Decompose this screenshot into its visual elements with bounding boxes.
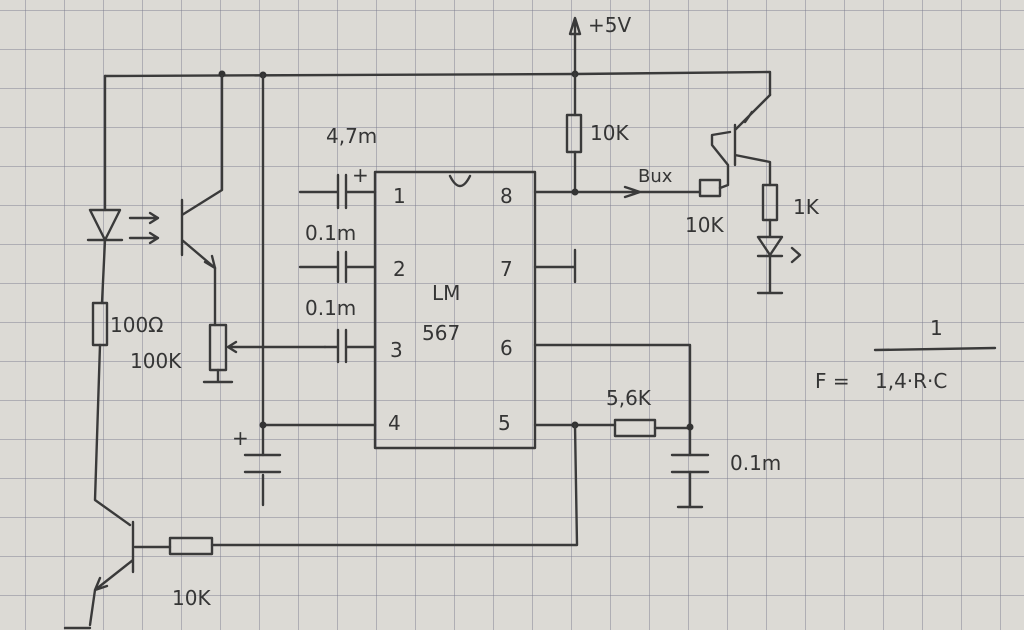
bottom-wire (133, 423, 579, 549)
pot-label: 100K (130, 349, 182, 373)
ir-led-symbol (86, 208, 124, 242)
pullup-label: 10K (590, 121, 629, 145)
pot-ground (202, 368, 234, 384)
lm567-ic (373, 170, 537, 450)
indicator-led (756, 218, 802, 295)
capacitor-pin2 (298, 250, 377, 284)
pin6-wire (533, 343, 692, 427)
pin-7: 7 (500, 257, 513, 281)
pot-wiper-wire (226, 340, 327, 354)
supply-label: +5V (588, 13, 631, 37)
pin-2: 2 (393, 257, 406, 281)
supply-capacitor (243, 453, 282, 474)
cap3-label: 0.1m (305, 296, 356, 320)
light-arrows (128, 211, 160, 245)
bottom-resistor (168, 536, 214, 556)
base-resistor-label: 10K (685, 213, 724, 237)
led-resistor-label: 1K (793, 195, 820, 219)
timing-resistor (613, 418, 657, 438)
supply-arrow (568, 16, 582, 76)
junction-dot (218, 70, 226, 78)
ic-part: 567 (422, 321, 460, 345)
pin7-wire (533, 248, 577, 284)
fraction-bar (873, 346, 997, 352)
pin-8: 8 (500, 184, 513, 208)
timing-capacitor (670, 453, 710, 509)
timing-cap-label: 0.1m (730, 451, 781, 475)
ic-notch (448, 174, 472, 188)
bottom-resistor-label: 10K (172, 586, 211, 610)
formula-denominator: 1,4·R·C (875, 369, 947, 393)
pnp-transistor (710, 93, 772, 190)
junction-dot (259, 421, 267, 429)
left-wire (93, 74, 132, 527)
pullup-resistor (565, 113, 583, 154)
pin-4: 4 (388, 411, 401, 435)
pin-3: 3 (390, 338, 403, 362)
resistor-label: 100Ω (110, 313, 163, 337)
pin-5: 5 (498, 411, 511, 435)
phototransistor-symbol (180, 74, 224, 270)
capacitor-pin3 (323, 328, 377, 364)
top-supply-rail (103, 70, 772, 97)
potentiometer-100k (208, 323, 228, 372)
cap-plus: + (232, 426, 249, 450)
pin-6: 6 (500, 336, 513, 360)
junction-dot (686, 423, 694, 431)
cap1-plus: + (352, 163, 369, 187)
npn-transistor (63, 520, 135, 630)
pin8-wire (533, 72, 702, 199)
junction-dot (571, 188, 579, 196)
capacitor-pin1 (298, 173, 377, 210)
ic-name: LM (432, 281, 460, 305)
base-resistor (698, 178, 722, 198)
buzzer-label: Bux (638, 166, 673, 187)
cap2-label: 0.1m (305, 221, 356, 245)
timing-resistor-label: 5,6K (606, 386, 652, 410)
formula-numerator: 1 (930, 316, 943, 340)
formula-lhs: F = (815, 369, 850, 393)
led-resistor-1k (761, 183, 779, 222)
pin-1: 1 (393, 184, 406, 208)
left-bus-wire (261, 73, 377, 507)
pin5-wire (533, 423, 692, 509)
cap1-label: 4,7m (326, 124, 377, 148)
resistor-100-ohm (91, 301, 109, 347)
